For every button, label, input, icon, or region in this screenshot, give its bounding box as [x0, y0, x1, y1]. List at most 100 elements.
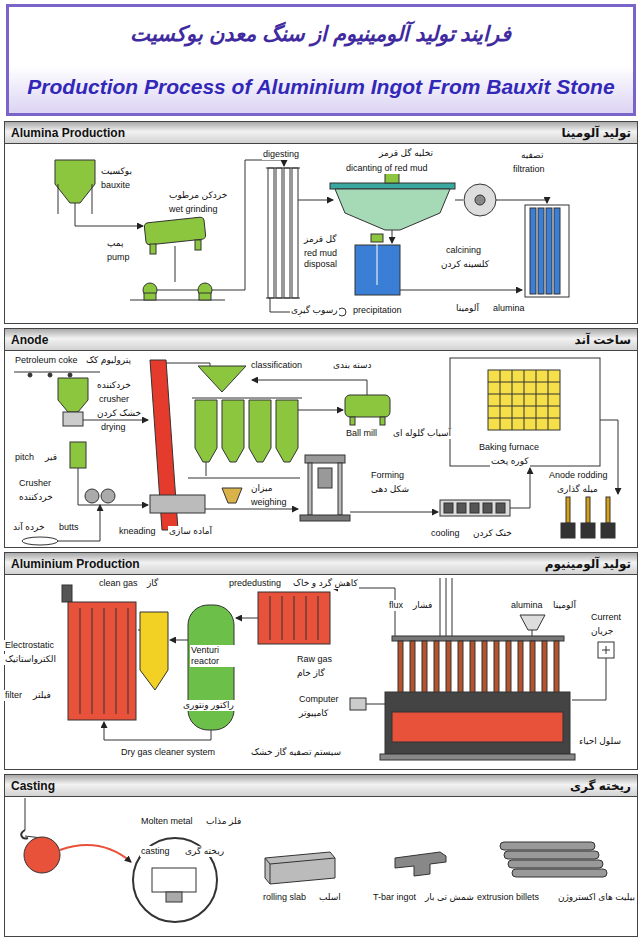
equipment-label: Ball mill [345, 428, 378, 439]
equipment-label: کامپیوتر [298, 708, 329, 719]
equipment-label: فلز مذاب [205, 816, 242, 827]
reduction-plant [138, 630, 140, 631]
reduction-plant [398, 641, 403, 695]
alumina-plant [144, 293, 156, 300]
equipment-label: جریان [590, 626, 614, 637]
reduction-plant [494, 641, 499, 695]
alumina-plant [175, 246, 176, 282]
reduction-plant [270, 596, 318, 640]
title-persian: فرایند تولید آلومینیوم از سنگ معدن بوکسی… [130, 22, 511, 46]
equipment-label: Petroleum coke [14, 355, 79, 366]
anode-plant [192, 398, 302, 399]
anode-plant [78, 468, 148, 505]
anode-plant [206, 462, 207, 476]
equipment-label: بیلیت های اکستروژن [557, 892, 636, 903]
equipment-label: خرده آند [12, 522, 45, 533]
reduction-plant [530, 641, 535, 695]
equipment-label: ریخته گری [184, 846, 225, 857]
anode-plant [450, 358, 600, 466]
equipment-label: bauxite [100, 180, 131, 191]
section-band: Alumina Production تولید آلومینا [5, 122, 637, 144]
equipment-label: Current [590, 612, 622, 623]
equipment-label: شمش تی بار [424, 892, 475, 903]
casting-plant [504, 851, 599, 859]
equipment-label: قیر [44, 452, 58, 463]
anode-plant [300, 515, 350, 521]
reduction-plant [188, 605, 234, 730]
anode-plant [22, 537, 58, 545]
anode-plant [470, 503, 479, 513]
reduction-plant [470, 641, 475, 695]
reduction-plant [554, 641, 559, 695]
anode-plant [345, 395, 390, 417]
anode-plant [305, 455, 345, 463]
reduction-plant [80, 608, 128, 714]
reduction-plant [62, 585, 72, 602]
alumina-plant [276, 168, 282, 298]
equipment-label: extrusion billets [476, 892, 540, 903]
equipment-label: دسته بندی [332, 360, 373, 371]
equipment-label: alumina [492, 303, 526, 314]
equipment-label: گاز خام [296, 668, 326, 679]
equipment-label: کاهش گرد و خاک [292, 578, 359, 589]
reduction-plant [434, 641, 439, 695]
anode-plant [58, 378, 88, 412]
anode-plant [488, 370, 560, 430]
equipment-label: T-bar ingot [372, 892, 417, 903]
casting-plant [60, 845, 131, 862]
section-heading: Alumina Production [11, 126, 125, 140]
alumina-plant [377, 238, 378, 285]
alumina-plant [400, 290, 522, 291]
reduction-plant [380, 754, 575, 760]
reduction-plant [602, 646, 610, 654]
equipment-label: Computer [298, 694, 340, 705]
equipment-label: الکترواستاتیک [4, 654, 57, 665]
equipment-label: Molten metal [140, 816, 194, 827]
reduction-plant [236, 618, 258, 619]
equipment-label: پترولیوم کک [85, 355, 132, 366]
alumina-plant [464, 184, 496, 216]
alumina-plant [475, 195, 485, 205]
anode-plant [350, 417, 355, 425]
reduction-plant [482, 641, 487, 695]
reduction-plant [506, 641, 511, 695]
anode-plant [483, 503, 492, 513]
section-heading-persian: تولید آلومینیوم [545, 557, 631, 571]
casting-plant [166, 892, 182, 902]
alumina-plant [150, 244, 156, 254]
anode-plant [68, 373, 72, 377]
casting-plant [25, 798, 26, 830]
anode-plant [101, 489, 115, 503]
section-heading: Anode [11, 333, 48, 347]
reduction-plant [68, 602, 136, 720]
equipment-label: شکل دهی [370, 484, 410, 495]
anode-plant [566, 497, 570, 523]
equipment-label: Crusher [18, 478, 52, 489]
anode-plant [150, 495, 205, 513]
equipment-label: Raw gas [296, 654, 333, 665]
anode-plant [222, 488, 242, 503]
reduction-plant [422, 641, 427, 695]
equipment-label: filter [4, 690, 23, 701]
alumina-plant [392, 230, 393, 243]
equipment-label: prededusting [228, 578, 282, 589]
equipment-label: flux [388, 600, 404, 611]
section-heading-persian: ریخته گری [570, 779, 631, 793]
alumina-plant [554, 208, 560, 294]
reduction-plant [532, 630, 533, 636]
reduction-plant [392, 712, 563, 742]
alumina-plant [335, 189, 450, 230]
equipment-label: filtration [512, 164, 546, 175]
equipment-label: Anode rodding [548, 470, 609, 481]
alumina-plant [58, 184, 59, 214]
anode-plant [83, 420, 148, 421]
equipment-label: پمپ [106, 238, 125, 249]
anode-plant [252, 380, 367, 395]
alumina-plant [75, 203, 143, 226]
anode-plant [298, 410, 343, 411]
anode-plant [601, 523, 615, 538]
casting-plant [508, 860, 603, 868]
alumina-plant [55, 160, 569, 316]
section-heading-persian: تولید آلومینا [561, 126, 631, 140]
alumina-plant [266, 298, 300, 299]
